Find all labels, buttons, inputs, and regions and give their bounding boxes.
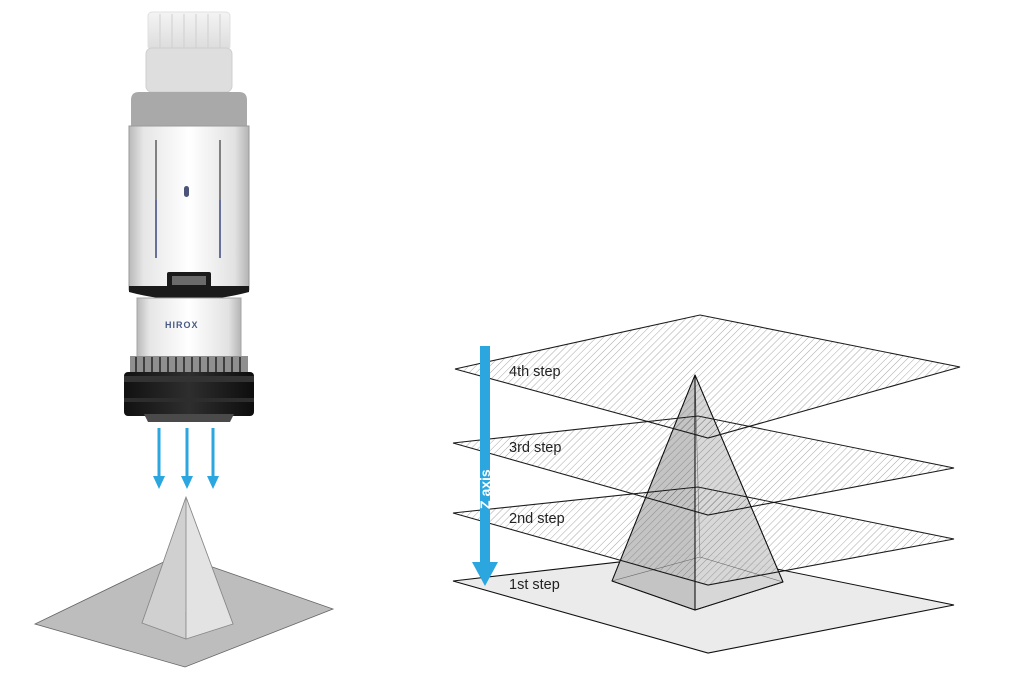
illumination-arrows [153,428,219,489]
z-axis-label: Z axis [477,469,493,509]
brand-logo: HIROX [165,320,199,330]
z-axis-arrow: Z axis [472,346,498,586]
plane-4th-step [454,314,961,439]
focus-steps-diagram: 4th step 3rd step 2nd step 1st step Z ax… [452,314,961,654]
arrow-down-icon [153,428,165,489]
step-label-3: 3rd step [509,440,561,456]
microscope-icon: HIROX [124,11,254,422]
sample-stage [33,495,335,668]
step-label-4: 4th step [509,364,561,380]
arrow-down-icon [207,428,219,489]
plane-3rd-step [452,415,955,516]
plane-2nd-step [452,486,955,586]
step-label-1: 1st step [509,577,560,593]
sample-pyramid [141,495,234,640]
arrow-down-icon [181,428,193,489]
step-label-2: 2nd step [509,511,565,527]
